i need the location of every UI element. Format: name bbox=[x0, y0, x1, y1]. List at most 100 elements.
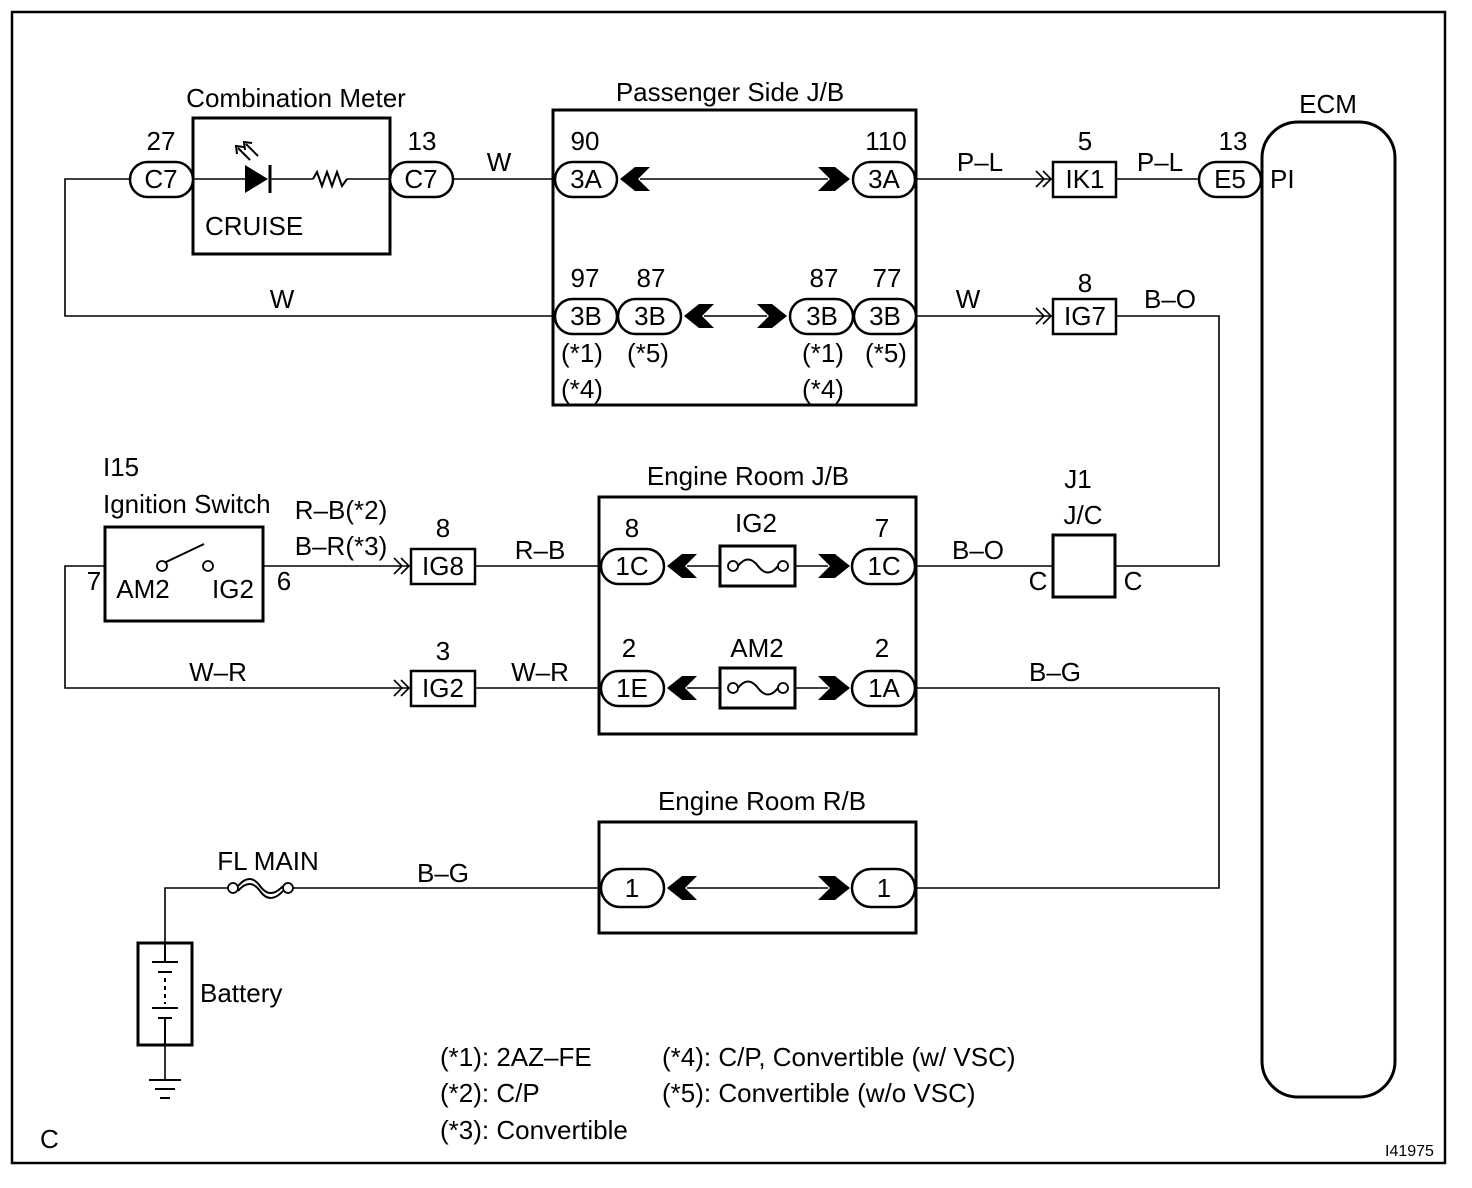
connector-code: E5 bbox=[1214, 164, 1246, 194]
connector-code: C7 bbox=[404, 164, 437, 194]
connector-1a bbox=[850, 669, 917, 708]
fusible-link-label: FL MAIN bbox=[217, 846, 319, 876]
engine-room-jb-label: Engine Room J/B bbox=[647, 461, 849, 491]
connector-code: IG7 bbox=[1064, 301, 1106, 331]
wire-color-label: R–B bbox=[515, 535, 566, 565]
pin-number: 8 bbox=[1078, 268, 1092, 298]
connector-3b-77 bbox=[852, 297, 918, 336]
connector-code: 1 bbox=[625, 873, 639, 903]
pin-number: 8 bbox=[625, 513, 639, 543]
variant-note: (*4) bbox=[561, 374, 603, 404]
connector-code: 3A bbox=[570, 164, 602, 194]
inline-connector-arrows bbox=[393, 170, 1053, 697]
battery-icon bbox=[152, 943, 178, 1045]
wire-color-label: B–G bbox=[1029, 657, 1081, 687]
connector-code: 3B bbox=[634, 301, 666, 331]
pin-number: C bbox=[1029, 566, 1048, 596]
ignition-switch-contacts bbox=[156, 543, 214, 572]
pin-number: 90 bbox=[571, 126, 600, 156]
wire-jb1a-to-rb bbox=[915, 687, 1220, 889]
wire-switch-to-ig2 bbox=[64, 565, 411, 689]
pin-number: 7 bbox=[875, 513, 889, 543]
diagram-labels: Combination Meter CRUISE 27 C7 13 C7 W P… bbox=[40, 77, 1434, 1160]
ground-icon bbox=[149, 1079, 181, 1099]
passenger-side-jb-box bbox=[551, 108, 918, 407]
ecm-terminal-label: PI bbox=[1270, 164, 1295, 194]
pin-number: 5 bbox=[1078, 126, 1092, 156]
connector-ik1 bbox=[1051, 160, 1118, 199]
battery-label: Battery bbox=[200, 978, 282, 1008]
wire-color-label: W bbox=[270, 284, 295, 314]
wire-color-label: P–L bbox=[1137, 147, 1183, 177]
connector-code: 1 bbox=[877, 873, 891, 903]
pin-number: 2 bbox=[622, 633, 636, 663]
double-arrow-icon bbox=[1035, 170, 1053, 188]
connector-code: IG8 bbox=[422, 551, 464, 581]
connector-code: 3B bbox=[869, 301, 901, 331]
connector-rb-1-out bbox=[850, 867, 917, 909]
wire-color-label: W–R bbox=[511, 657, 569, 687]
switch-lever-icon bbox=[165, 543, 205, 563]
double-arrow-icon bbox=[1035, 307, 1053, 325]
ignition-switch-box bbox=[103, 525, 265, 623]
double-arrow-icon bbox=[393, 679, 411, 697]
passenger-side-jb-label: Passenger Side J/B bbox=[616, 77, 844, 107]
switch-contact-label: IG2 bbox=[212, 574, 254, 604]
connector-code: 1E bbox=[616, 673, 648, 703]
wire-ig7-to-jc bbox=[1115, 315, 1220, 567]
wire-color-label: W–R bbox=[189, 657, 247, 687]
wire-color-label: W bbox=[956, 284, 981, 314]
pin-number: 13 bbox=[408, 126, 437, 156]
switch-contact-am2 bbox=[156, 560, 168, 572]
ignition-switch-code: I15 bbox=[103, 452, 139, 482]
chevron-right-icon bbox=[818, 554, 850, 578]
wire-color-label: B–G bbox=[417, 858, 469, 888]
connector-1c-7 bbox=[850, 547, 917, 586]
connector-1c-8 bbox=[599, 547, 666, 586]
pin-number: 77 bbox=[873, 263, 902, 293]
chevron-left-icon bbox=[620, 167, 650, 191]
terminal-chevrons bbox=[620, 167, 850, 900]
chevron-left-icon bbox=[684, 304, 714, 328]
pin-number: 6 bbox=[277, 566, 291, 596]
resistor-icon bbox=[312, 169, 348, 189]
connector-rb-1-in bbox=[599, 867, 666, 909]
legend-note: (*3): Convertible bbox=[440, 1115, 628, 1145]
ecm-label: ECM bbox=[1299, 89, 1357, 119]
pin-number: 87 bbox=[810, 263, 839, 293]
fuse-label: AM2 bbox=[730, 633, 783, 663]
variant-note: (*1) bbox=[561, 338, 603, 368]
pin-number: 2 bbox=[875, 633, 889, 663]
junction-connector-label: J/C bbox=[1064, 500, 1103, 530]
connector-1e bbox=[599, 669, 666, 708]
variant-note: (*1) bbox=[802, 338, 844, 368]
fusible-link-icon bbox=[227, 878, 294, 899]
connector-3a-90 bbox=[553, 160, 619, 199]
variant-note: (*5) bbox=[627, 338, 669, 368]
wire-color-label: B–R(*3) bbox=[295, 531, 387, 561]
pin-number: 97 bbox=[571, 263, 600, 293]
connector-code: 1C bbox=[615, 551, 648, 581]
chevron-left-icon bbox=[667, 554, 697, 578]
switch-contact-ig2 bbox=[202, 560, 214, 572]
variant-note: (*5) bbox=[865, 338, 907, 368]
junction-block-internal-lines bbox=[640, 178, 828, 889]
engine-room-rb-label: Engine Room R/B bbox=[658, 786, 866, 816]
double-arrow-icon bbox=[393, 557, 411, 575]
corner-code: C bbox=[40, 1124, 59, 1154]
fuse-am2-icon bbox=[718, 666, 797, 710]
ecm-box bbox=[1260, 120, 1397, 1099]
pin-number: 3 bbox=[436, 636, 450, 666]
wires bbox=[64, 178, 1220, 1080]
chevron-right-icon bbox=[818, 876, 850, 900]
wire-battery-to-fl bbox=[164, 887, 228, 943]
wire-color-label: P–L bbox=[957, 147, 1003, 177]
wire-color-label: B–O bbox=[1144, 284, 1196, 314]
pin-number: 110 bbox=[865, 126, 906, 156]
connector-3a-110 bbox=[851, 160, 917, 199]
connector-c7-27 bbox=[128, 160, 195, 199]
connector-ig2 bbox=[409, 669, 477, 708]
legend-note: (*2): C/P bbox=[440, 1078, 540, 1108]
legend-note: (*1): 2AZ–FE bbox=[440, 1042, 592, 1072]
wire-color-label: W bbox=[487, 147, 512, 177]
